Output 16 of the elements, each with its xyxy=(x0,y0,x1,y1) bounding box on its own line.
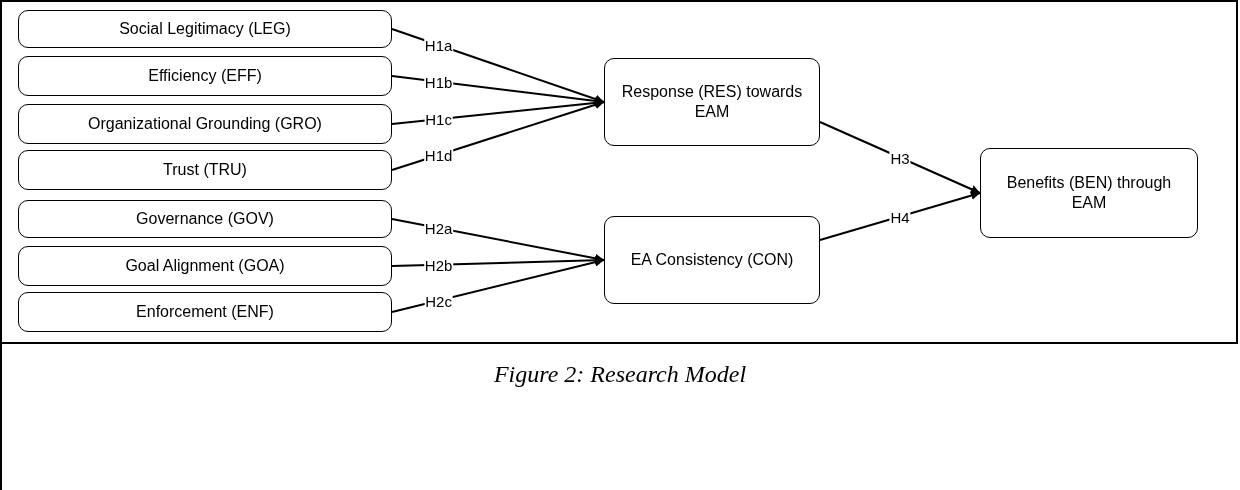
arrow xyxy=(819,121,981,194)
arrow xyxy=(819,191,981,241)
figure-caption: Figure 2: Research Model xyxy=(493,361,747,387)
edge-label: H3 xyxy=(889,149,911,166)
process-box: Efficiency (EFF) xyxy=(18,56,392,96)
process-box: Organizational Grounding (GRO) xyxy=(18,104,392,144)
edge-label: H1a xyxy=(423,36,454,54)
process-box: Goal Alignment (GOA) xyxy=(18,246,392,286)
process-box: Benefits (BEN) through EAM xyxy=(980,148,1198,238)
process-box: Governance (GOV) xyxy=(18,200,392,238)
edge-label: H1d xyxy=(423,146,454,164)
process-box: Trust (TRU) xyxy=(18,150,392,190)
process-box: EA Consistency (CON) xyxy=(604,216,820,304)
process-box: Enforcement (ENF) xyxy=(18,292,392,332)
process-box: Social Legitimacy (LEG) xyxy=(18,10,392,48)
process-box: Response (RES) towards EAM xyxy=(604,58,820,146)
